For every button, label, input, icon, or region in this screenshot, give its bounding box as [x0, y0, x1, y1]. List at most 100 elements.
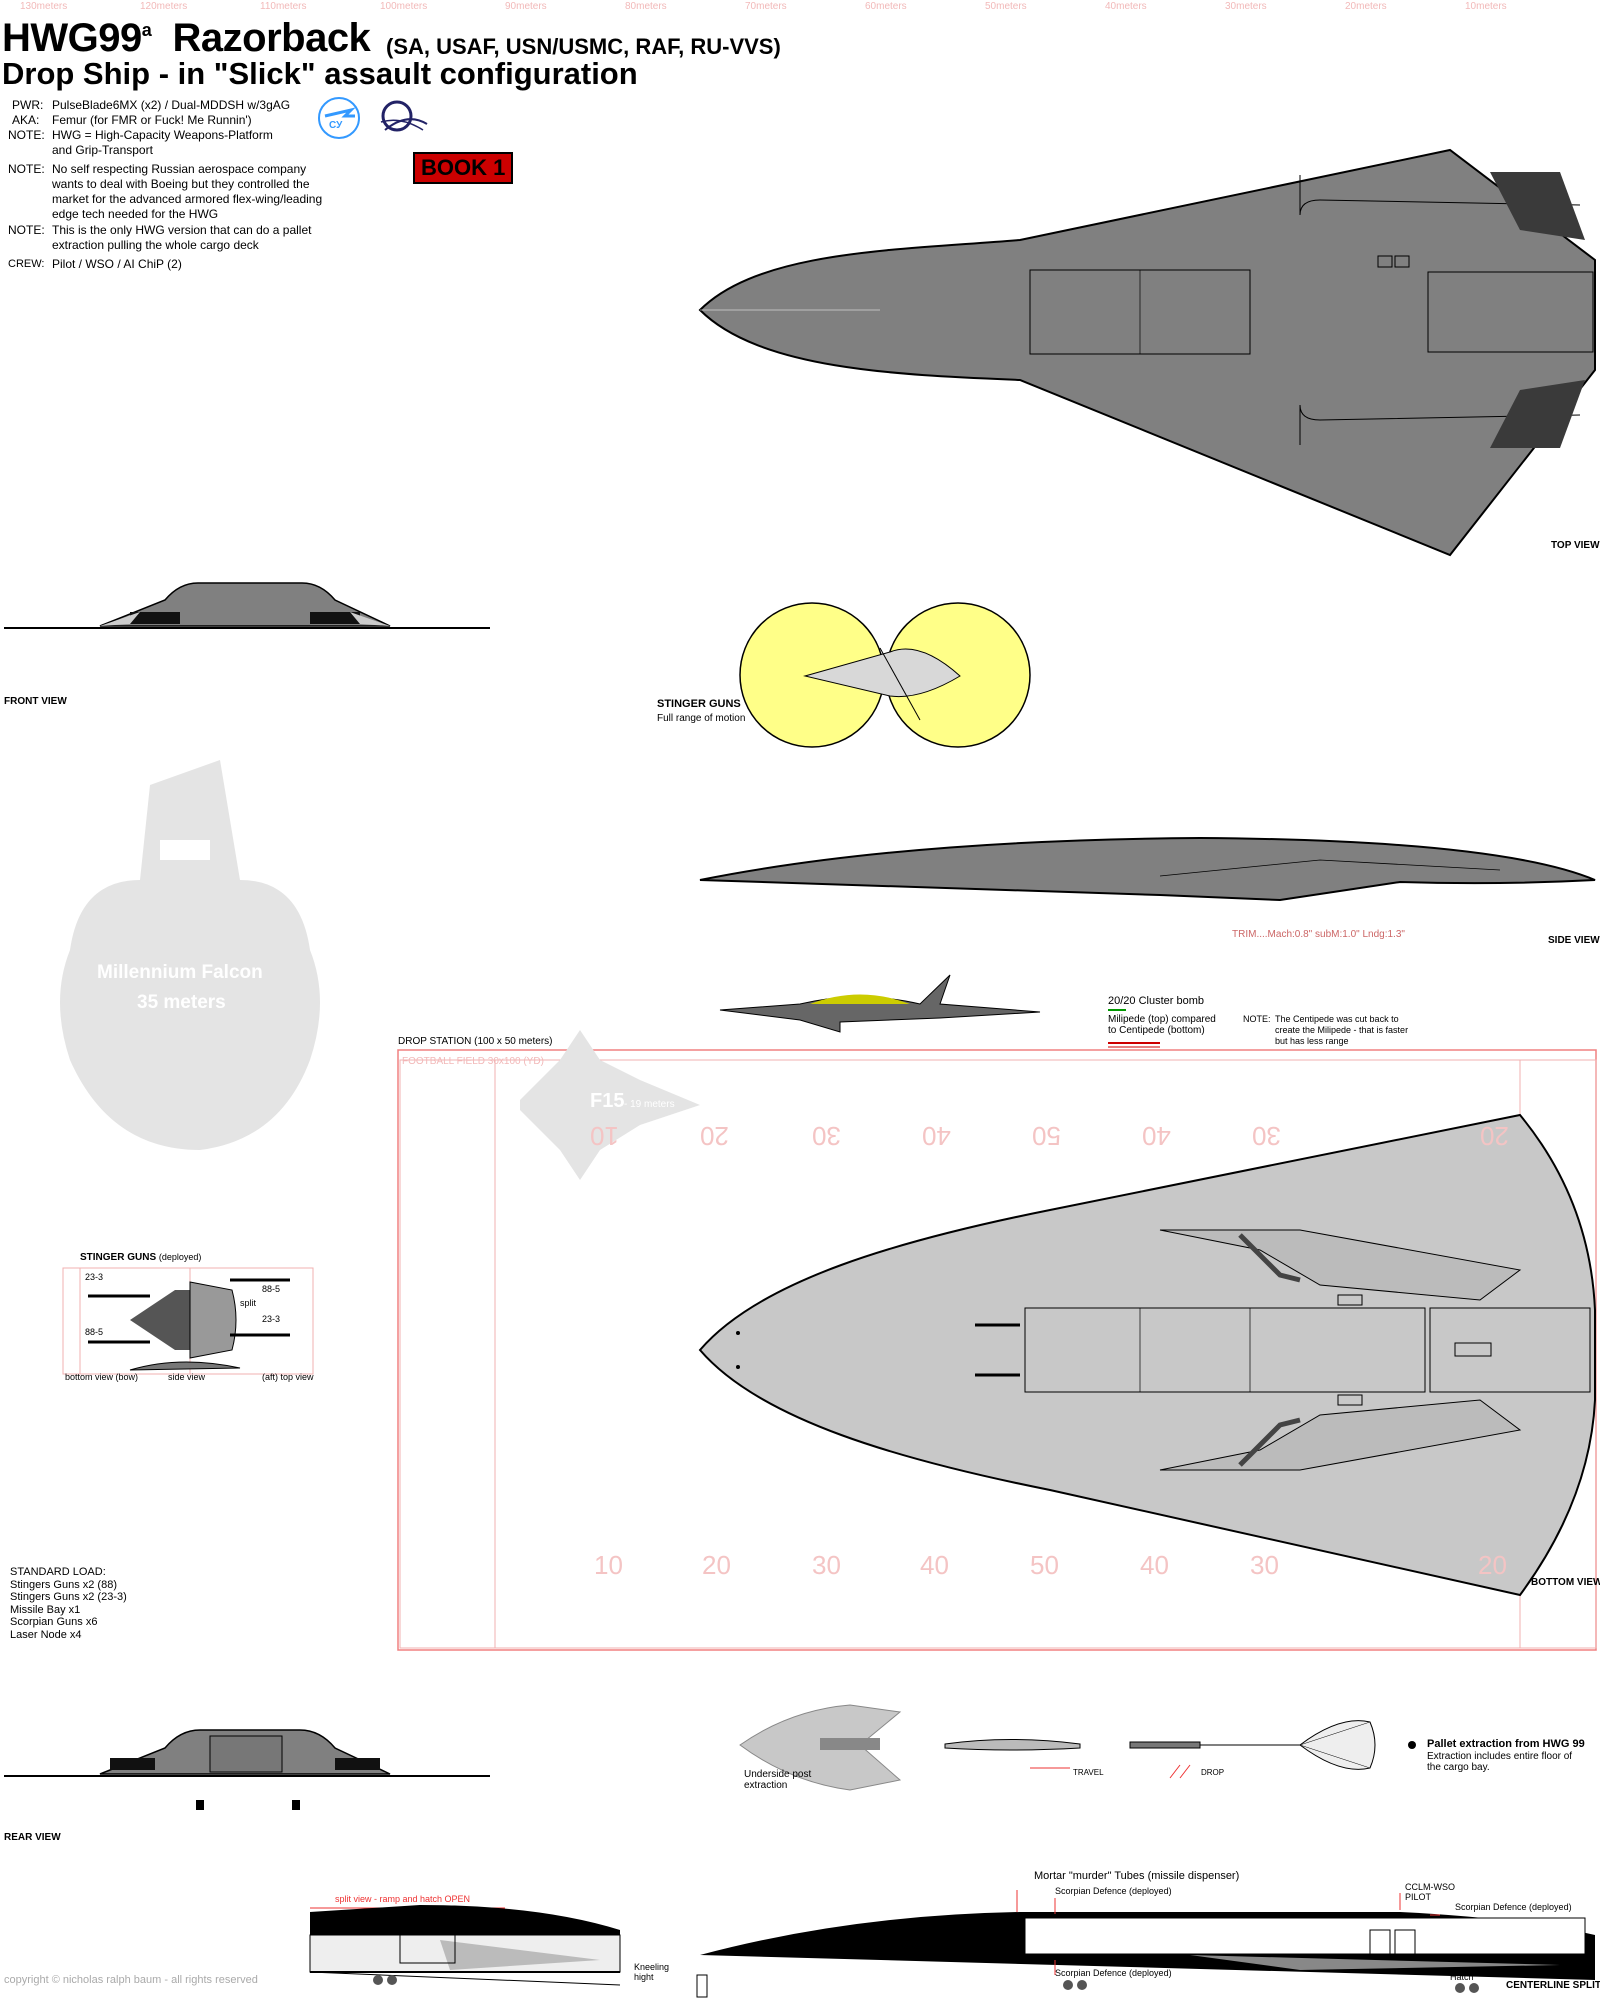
spec-key: NOTE:	[8, 162, 45, 176]
spec-key: NOTE:	[8, 223, 45, 237]
kneeling-label: Kneeling	[634, 1962, 670, 1972]
label-front-view: FRONT VIEW	[4, 696, 67, 707]
split-view-header: split view - ramp and hatch OPEN	[335, 1894, 471, 1904]
load-item: Stingers Guns x2 (23-3)	[10, 1591, 127, 1603]
pallet-line2: the cargo bay.	[1427, 1762, 1490, 1773]
yard-number: 20	[1478, 1550, 1507, 1580]
load-item: Stingers Guns x2 (88)	[10, 1578, 117, 1591]
trim-values: TRIM....Mach:0.8" subM:1.0" Lndg:1.3"	[1232, 929, 1405, 940]
spec-value: HWG = High-Capacity Weapons-Platform	[52, 128, 273, 142]
page-title: HWG99a Razorback	[2, 16, 371, 61]
yard-number: 20	[700, 1121, 729, 1151]
stinger-guns-title: STINGER GUNS	[657, 698, 741, 710]
kneeling-label-2: hight	[634, 1972, 654, 1982]
cluster-note3: but has less range	[1275, 1036, 1349, 1046]
spec-value: Pilot / WSO / AI ChiP (2)	[52, 257, 182, 271]
svg-text:СУ: СУ	[329, 120, 343, 131]
scorpian-right-label: Scorpian Defence (deployed)	[1455, 1902, 1572, 1912]
drop-label: DROP	[1201, 1768, 1225, 1777]
yard-number: 40	[920, 1550, 949, 1580]
page-subtitle: Drop Ship - in "Slick" assault configura…	[2, 56, 638, 91]
ruler-tick: 60meters	[865, 1, 907, 12]
spec-value: wants to deal with Boeing but they contr…	[52, 177, 310, 191]
falcon-name: Millennium Falcon	[97, 962, 263, 983]
ruler-tick: 90meters	[505, 1, 547, 12]
cluster-line2: to Centipede (bottom)	[1108, 1025, 1205, 1036]
stinger-label: 23-3	[262, 1314, 281, 1324]
yard-number: 40	[1142, 1121, 1171, 1151]
extraction-sequence	[739, 1704, 1416, 1791]
stinger-view-label: bottom view (bow)	[65, 1372, 139, 1382]
yard-number: 30	[1252, 1121, 1281, 1151]
book-badge: BOOK 1	[413, 152, 514, 184]
standard-load: STANDARD LOAD: Stingers Guns x2 (88) Sti…	[10, 1566, 127, 1641]
stinger-guns-sub: Full range of motion	[657, 713, 746, 724]
load-item: Missile Bay x1	[10, 1603, 81, 1616]
ruler-tick: 100meters	[380, 1, 428, 12]
pallet-title: Pallet extraction from HWG 99	[1427, 1738, 1585, 1750]
spec-value: extraction pulling the whole cargo deck	[52, 238, 259, 252]
spec-block: PWR:PulseBlade6MX (x2) / Dual-MDDSH w/3g…	[8, 98, 348, 272]
spec-key: NOTE:	[8, 128, 45, 142]
spec-value: No self respecting Russian aerospace com…	[52, 162, 307, 176]
label-rear-view: REAR VIEW	[4, 1832, 61, 1843]
copyright: copyright © nicholas ralph baum - all ri…	[4, 1974, 258, 1986]
sukhoi-logo-icon: СУ	[318, 97, 360, 139]
underside-label-2: extraction	[744, 1780, 788, 1791]
yard-number: 30	[812, 1550, 841, 1580]
stinger-deployed-title-sub: (deployed)	[158, 1252, 202, 1262]
label-top-view: TOP VIEW	[1551, 540, 1600, 551]
f15-silhouette	[520, 1030, 700, 1180]
yard-number: 10	[594, 1550, 623, 1580]
f15-size: - 19 meters	[624, 1099, 675, 1110]
millennium-falcon-silhouette	[60, 760, 320, 1150]
ruler-tick: 10meters	[1465, 1, 1507, 12]
cluster-note1: The Centipede was cut back to	[1275, 1014, 1399, 1024]
stinger-label-split: split	[240, 1298, 257, 1308]
cluster-note2: create the Milipede - that is faster	[1275, 1025, 1409, 1035]
stinger-deployed-title: STINGER GUNS (deployed)	[80, 1252, 201, 1263]
load-item: Laser Node x4	[10, 1628, 82, 1641]
yard-number: 20	[702, 1550, 731, 1580]
cluster-line1: Milipede (top) compared	[1108, 1014, 1216, 1025]
rear-view-aircraft	[4, 1729, 490, 1810]
yard-number: 50	[1030, 1550, 1059, 1580]
centerline-split-aircraft	[700, 1890, 1595, 1993]
ruler-tick: 50meters	[985, 1, 1027, 12]
ruler-tick: 20meters	[1345, 1, 1387, 12]
scorpian-bottom-label: Scorpian Defence (deployed)	[1055, 1968, 1172, 1978]
yard-number: 50	[1032, 1121, 1061, 1151]
ruler-top: 130meters 120meters 110meters 100meters …	[0, 0, 1600, 14]
yard-number: 30	[1250, 1550, 1279, 1580]
spec-value: market for the advanced armored flex-win…	[52, 192, 323, 206]
load-item: Scorpian Guns x6	[10, 1616, 98, 1628]
stinger-label: 88-5	[262, 1284, 281, 1294]
spec-key: CREW:	[8, 258, 45, 270]
stinger-deployed-title-text: STINGER GUNS	[80, 1252, 157, 1263]
yard-number: 40	[1140, 1550, 1169, 1580]
boeing-logo-icon	[380, 100, 428, 132]
falcon-size: 35 meters	[137, 992, 226, 1013]
operators: (SA, USAF, USN/USMC, RAF, RU-VVS)	[386, 34, 781, 59]
yard-number: 40	[922, 1121, 951, 1151]
bottom-view-aircraft	[698, 1113, 1596, 1597]
logo-pair: СУ	[318, 97, 428, 139]
stinger-view-label: (aft) top view	[262, 1372, 314, 1382]
travel-label: TRAVEL	[1073, 1768, 1104, 1777]
hatch-label: Hatch	[1450, 1972, 1474, 1982]
top-view-aircraft	[698, 148, 1596, 557]
spec-value: PulseBlade6MX (x2) / Dual-MDDSH w/3gAG	[52, 98, 291, 112]
spec-value: Femur (for FMR or Fuck! Me Runnin')	[52, 113, 252, 127]
label-centerline: CENTERLINE SPLIT	[1506, 1980, 1600, 1991]
spec-key: AKA:	[12, 113, 40, 127]
f15-name: F15	[590, 1090, 625, 1112]
spec-value: This is the only HWG version that can do…	[52, 223, 312, 237]
ruler-tick: 30meters	[1225, 1, 1267, 12]
pilot-label: PILOT	[1405, 1892, 1432, 1902]
ruler-tick: 70meters	[745, 1, 787, 12]
yard-number: 10	[590, 1121, 619, 1151]
pallet-line1: Extraction includes entire floor of	[1427, 1751, 1573, 1762]
milipede-comparison	[719, 974, 1041, 1033]
cclm-label: CCLM-WSO	[1405, 1882, 1455, 1892]
mortar-label: Mortar "murder" Tubes (missile dispenser…	[1034, 1870, 1240, 1882]
